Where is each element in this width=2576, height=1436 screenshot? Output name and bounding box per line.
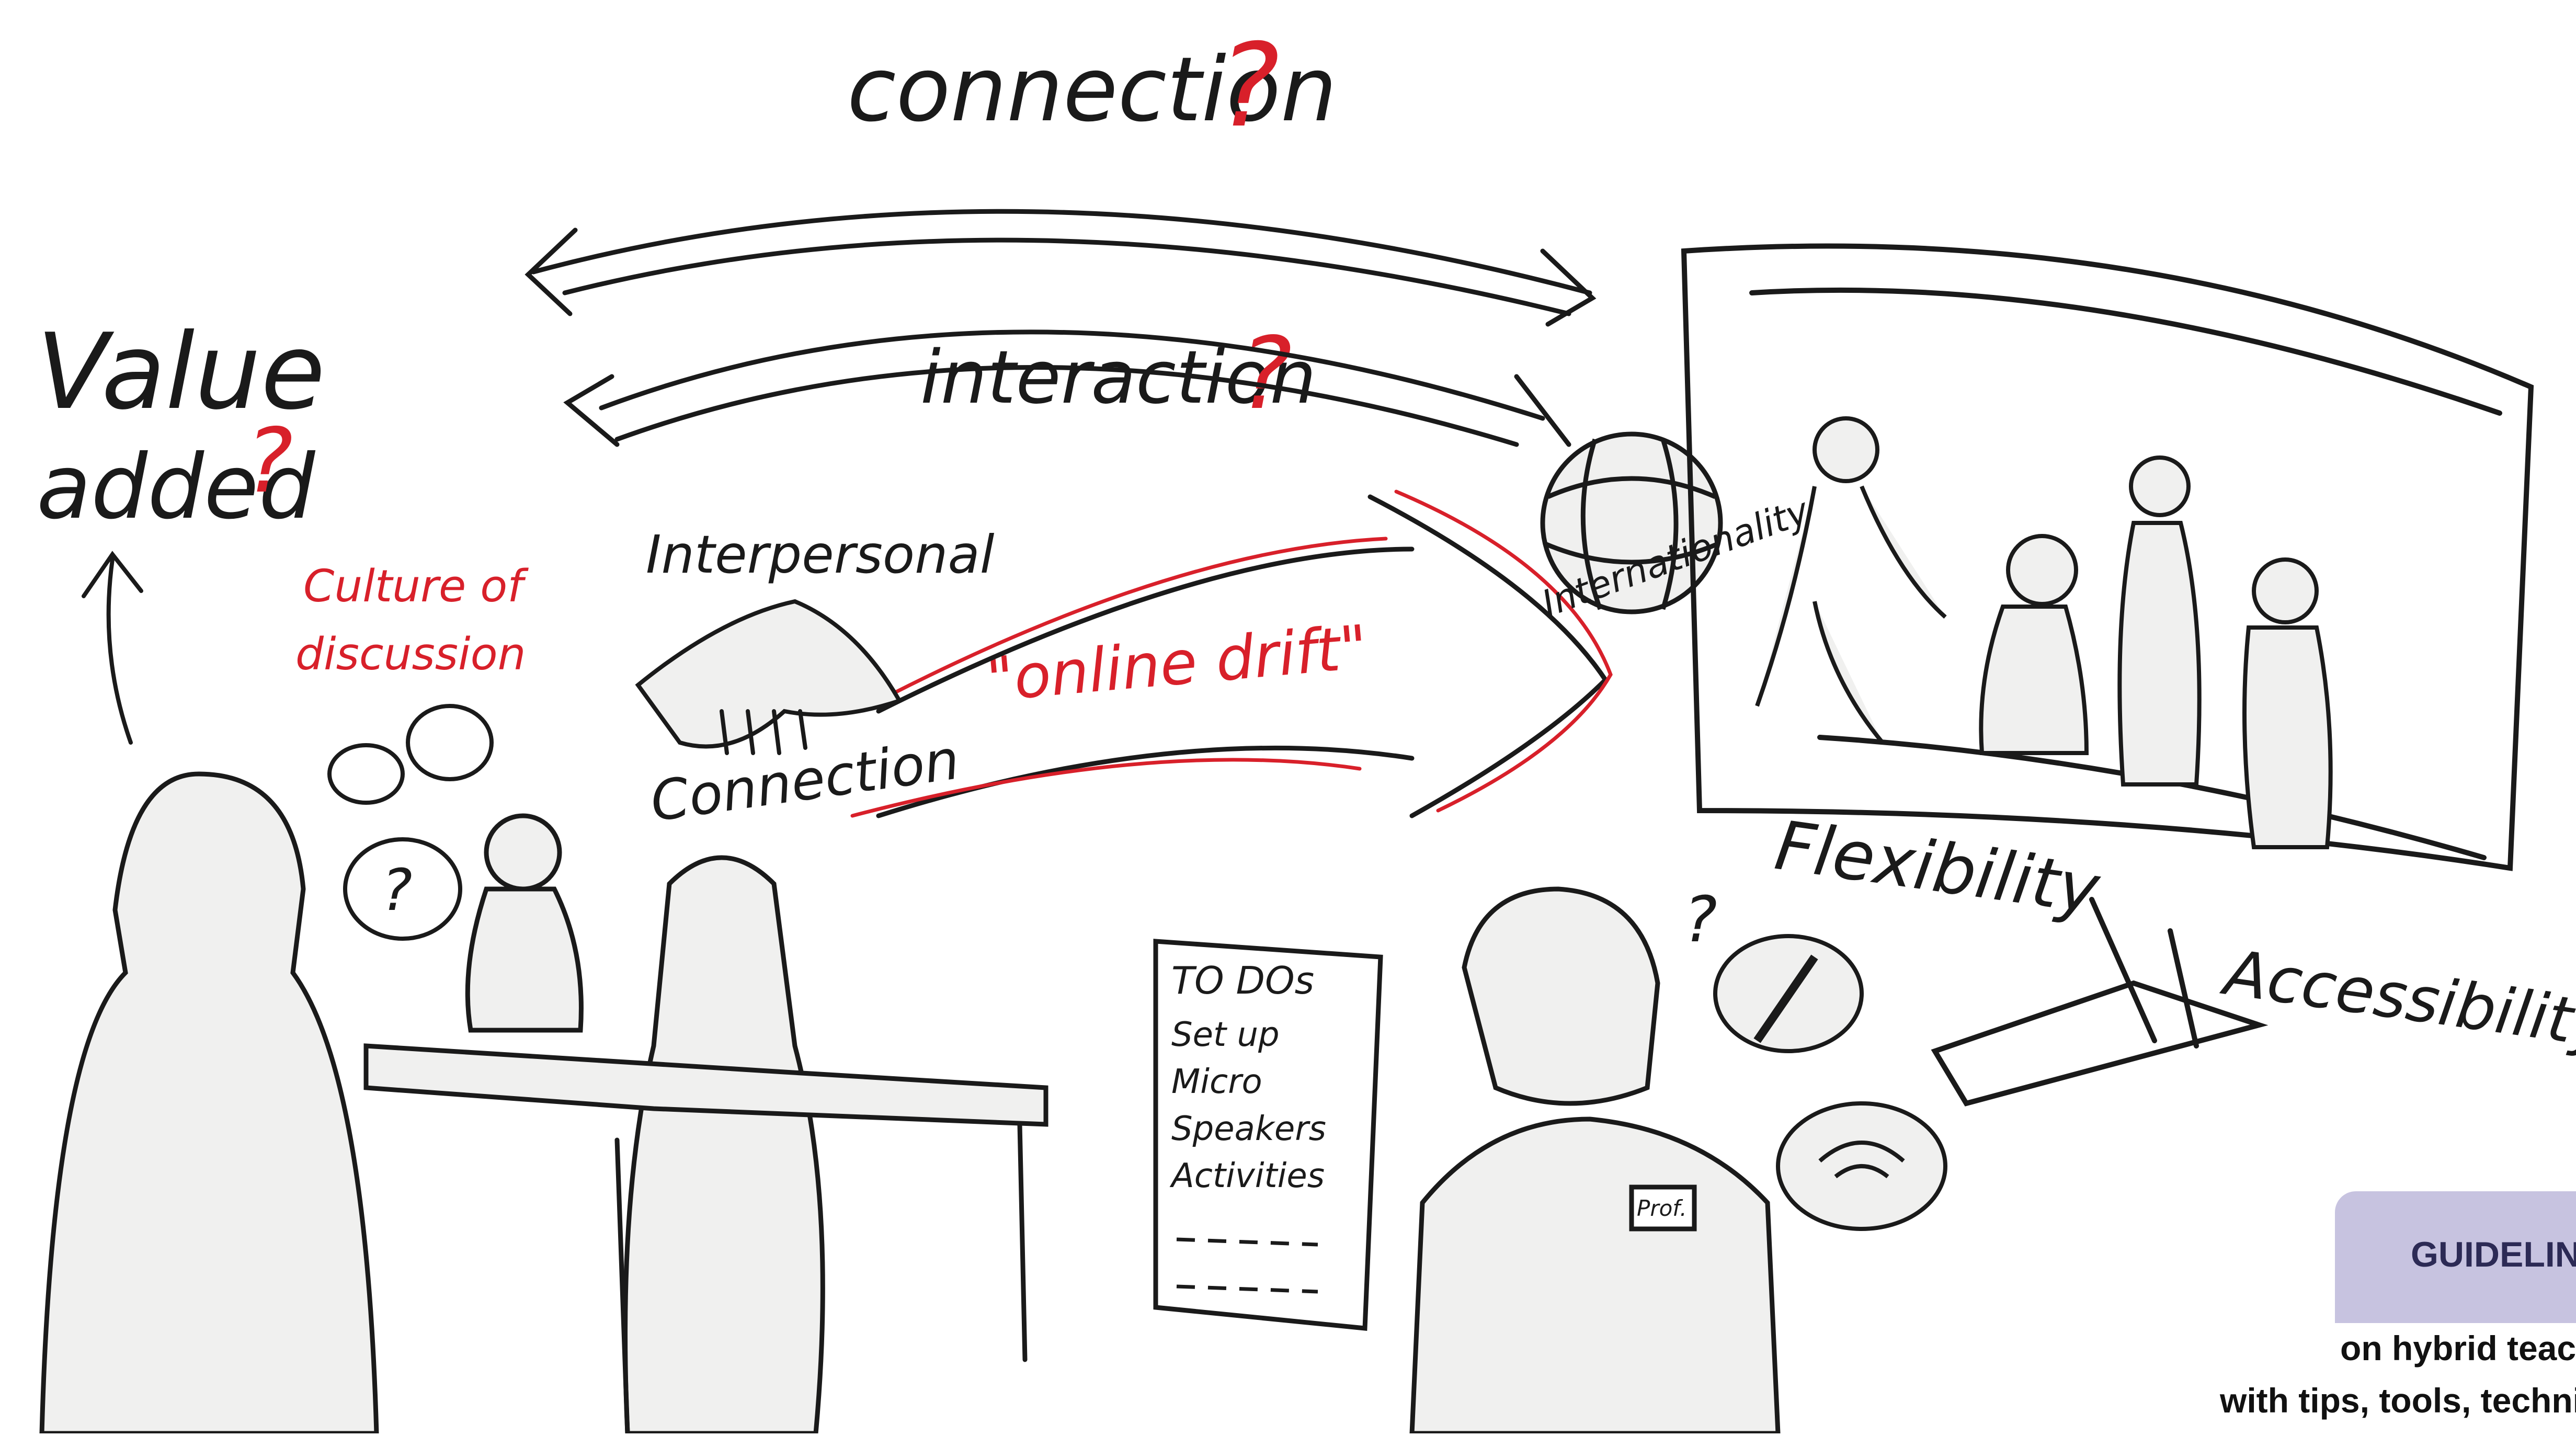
up-arrow — [82, 551, 143, 745]
banner-subtitle-line1: on hybrid teaching — [2340, 1329, 2576, 1367]
todo-list-paper — [1153, 939, 1383, 1331]
label-accessibility: Accessibility — [2217, 936, 2576, 1063]
professor-sketch — [1409, 886, 1781, 1436]
todo-item: Speakers — [1171, 1110, 1326, 1148]
students-table-sketch — [39, 771, 1048, 1436]
thought-bubbles — [327, 704, 494, 941]
todo-item: Activities — [1169, 1157, 1325, 1195]
professor-question-mark: ? — [1684, 884, 1717, 956]
todo-title: TO DOs — [1171, 959, 1314, 1002]
label-culture-of: Culture of — [303, 561, 529, 612]
label-online-drift: "online drift" — [984, 612, 1371, 715]
professor-thought-bubbles — [1713, 934, 1947, 1231]
label-value: Value — [37, 311, 325, 433]
todo-item: Micro — [1171, 1063, 1262, 1101]
question-mark-interaction: ? — [1239, 316, 1292, 431]
name-tag: Prof. — [1637, 1195, 1687, 1221]
bubble-question-mark: ? — [382, 857, 412, 924]
question-mark-connection: ? — [1218, 19, 1280, 153]
label-interpersonal: Interpersonal — [646, 524, 995, 585]
guidelines-banner — [2335, 1191, 2576, 1323]
question-mark-value: ? — [246, 409, 293, 513]
arrow-interaction — [563, 329, 1571, 447]
label-connection-top: connection — [847, 38, 1337, 142]
globe-icon — [1540, 431, 1723, 614]
banner-title: GUIDELINES — [2411, 1235, 2576, 1274]
banner-subtitle-line2: with tips, tools, techniques — [2220, 1381, 2576, 1420]
people-on-screen — [1755, 416, 2333, 849]
handshake-sketch — [635, 599, 903, 755]
label-discussion: discussion — [295, 629, 526, 680]
red-drift-lines — [850, 489, 1613, 818]
todo-item: Set up — [1171, 1016, 1280, 1054]
label-added: added — [37, 436, 316, 539]
double-arrow-top — [525, 209, 1597, 327]
label-flexibility: Flexibility — [1771, 805, 2105, 929]
